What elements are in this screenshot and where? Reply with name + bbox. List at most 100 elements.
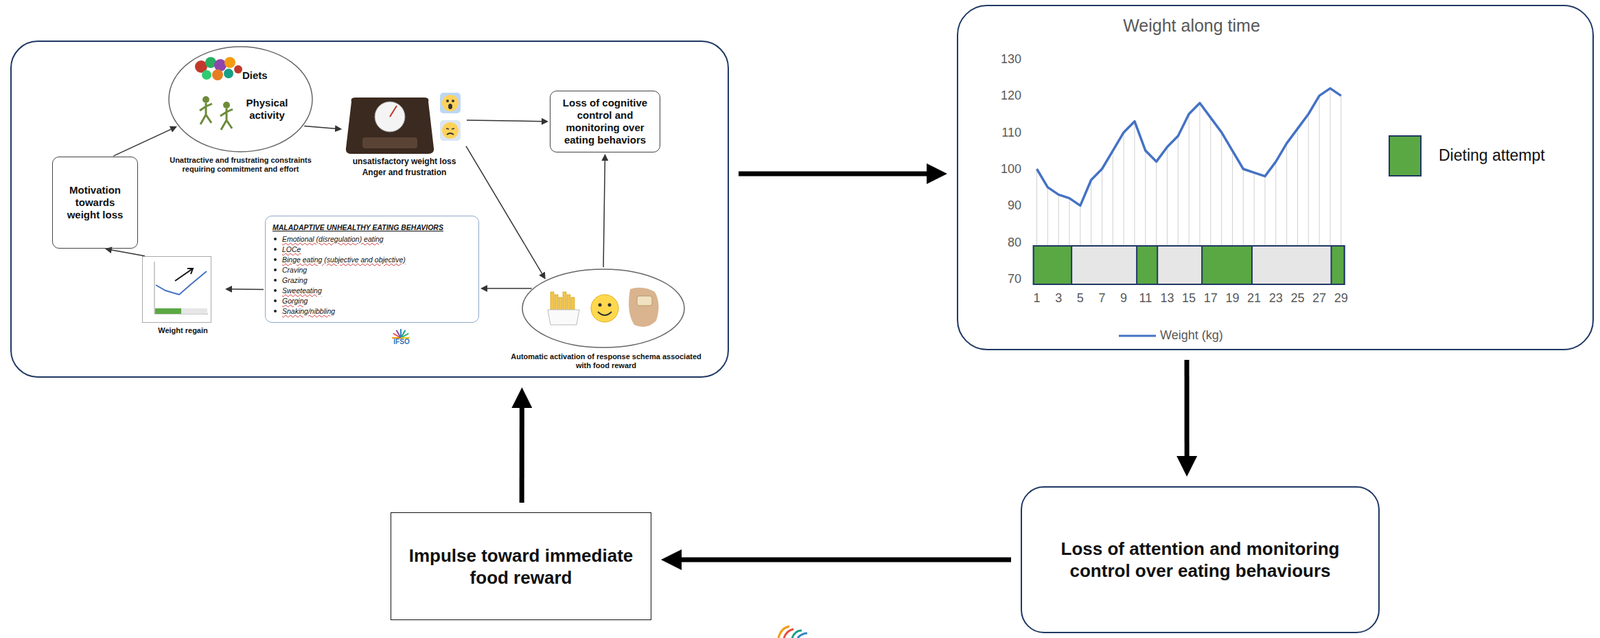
smiley-icon	[590, 294, 619, 322]
ellipse-node: Automatic activation of response schema …	[521, 268, 686, 349]
vegetable-icon	[201, 70, 212, 80]
bullet-dot	[273, 237, 277, 241]
vegetable-icon	[234, 65, 243, 74]
flow-arrow	[111, 249, 145, 257]
legend-label: Weight (kg)	[1160, 328, 1224, 343]
ellipse-outline	[168, 46, 313, 152]
item-text: Gorging	[282, 295, 308, 307]
node-label: Diets	[242, 69, 291, 81]
node-label: Motivation towards weight loss	[58, 183, 132, 222]
axis-tick-label: 100	[982, 161, 1022, 177]
bullet-dot	[273, 258, 277, 261]
list-item: Grazing	[272, 275, 472, 286]
chart-panel: Weight along time13012011010090807013579…	[956, 4, 1594, 351]
axis-tick-label: 29	[1327, 290, 1355, 306]
vegetable-icon	[212, 69, 224, 81]
list-heading: MALADAPTIVE UNHEALTHY EATING BEHAVIORS	[272, 222, 472, 233]
list-item: LOCe	[272, 244, 472, 255]
food-item	[636, 295, 653, 306]
item-text: Binge eating (subjective and objective)	[282, 254, 406, 265]
flow-arrow	[603, 160, 605, 268]
trend-arrow	[175, 268, 193, 281]
axis-tick-label: 15	[1175, 290, 1203, 306]
runner-figure	[199, 96, 213, 125]
item-text: Sweeteating	[282, 285, 322, 296]
vegetable-icon	[223, 68, 234, 79]
flow-arrow	[466, 146, 543, 274]
ellipse-node: DietsPhysical activityUnattractive and f…	[168, 45, 313, 153]
axis-tick-label: 3	[1044, 290, 1073, 306]
axis-tick-label: 11	[1131, 290, 1160, 306]
list-item: Craving	[272, 264, 472, 276]
logo-text: IFSO	[387, 337, 416, 346]
face-icon	[439, 92, 461, 114]
list-box: MALADAPTIVE UNHEALTHY EATING BEHAVIORSEm…	[264, 215, 480, 323]
scale-body	[345, 97, 434, 154]
face-icon	[439, 120, 461, 141]
legend-line-sample	[1118, 333, 1156, 338]
diet-bar	[1201, 245, 1252, 285]
list-item: Sweeteating	[272, 285, 472, 296]
node-caption: Automatic activation of response schema …	[506, 352, 706, 370]
list-item: Gorging	[272, 295, 472, 307]
axis-tick-label: 120	[982, 87, 1022, 103]
process-box: Impulse toward immediate food reward	[390, 512, 652, 620]
axis-tick-label: 21	[1240, 290, 1268, 306]
scale-dial	[374, 101, 405, 132]
mini-diet-bar	[155, 308, 182, 314]
bullet-dot	[273, 288, 277, 292]
axis-tick-label: 110	[982, 124, 1022, 141]
flow-arrow	[113, 129, 171, 156]
scale-needle	[389, 105, 397, 117]
axis-tick-label: 5	[1066, 290, 1095, 306]
illustration	[521, 268, 686, 349]
flow-arrow	[304, 125, 335, 129]
diet-bar	[1330, 245, 1344, 285]
axis-tick-label: 19	[1218, 290, 1246, 306]
scale-pad	[362, 137, 418, 149]
logo-mark	[390, 326, 412, 339]
legend-swatch	[1388, 135, 1422, 177]
mini-chart-frame	[142, 256, 212, 323]
list-item: Binge eating (subjective and objective)	[272, 254, 472, 265]
flow-arrow	[1184, 359, 1190, 456]
axis-tick-label: 90	[982, 197, 1022, 213]
axis-tick-label: 9	[1109, 290, 1138, 306]
node-caption: Anger and frustration	[343, 167, 466, 178]
node-label: unsatisfactory weight loss	[343, 156, 466, 167]
bullet-dot	[273, 309, 277, 313]
rest-band	[1033, 245, 1345, 285]
list-item: Emotional (disregulation) eating	[272, 234, 472, 245]
node-label: Loss of cognitive control and monitoring…	[555, 96, 655, 147]
axis-tick-label: 23	[1262, 290, 1290, 306]
node-caption: Weight regain	[142, 326, 224, 335]
list-item: Snaking/nibbling	[272, 306, 472, 317]
diet-bar	[1136, 245, 1158, 285]
axis-tick-label: 70	[982, 271, 1022, 287]
flow-arrow	[487, 287, 532, 289]
legend-label: Dieting attempt	[1438, 146, 1546, 165]
hand-food-icon	[628, 287, 659, 327]
item-text: Craving	[282, 264, 307, 276]
axis-tick-label: 80	[982, 234, 1022, 250]
runner-figure	[220, 101, 233, 130]
axis-tick-label: 13	[1153, 290, 1181, 306]
fries-icon	[547, 291, 580, 325]
process-box: Motivation towards weight loss	[52, 156, 138, 249]
mini-chart-node: Weight regain	[142, 256, 224, 356]
process-box: Loss of cognitive control and monitoring…	[549, 90, 661, 153]
axis-tick-label: 17	[1197, 290, 1225, 306]
bullet-dot	[273, 278, 277, 282]
axis-tick-label: 130	[982, 51, 1022, 67]
item-text: Snaking/nibbling	[282, 306, 335, 317]
illustration	[142, 256, 224, 356]
flow-arrow	[466, 120, 542, 122]
flow-arrow	[681, 557, 1012, 563]
item-text: Emotional (disregulation) eating	[282, 234, 384, 245]
node-label: Unattractive and frustrating constraints…	[164, 155, 318, 174]
axis-tick-label: 25	[1283, 290, 1312, 306]
item-text: LOCe	[282, 244, 301, 255]
axis-tick-label: 7	[1087, 290, 1116, 306]
scale-node: unsatisfactory weight lossAnger and frus…	[343, 87, 466, 180]
